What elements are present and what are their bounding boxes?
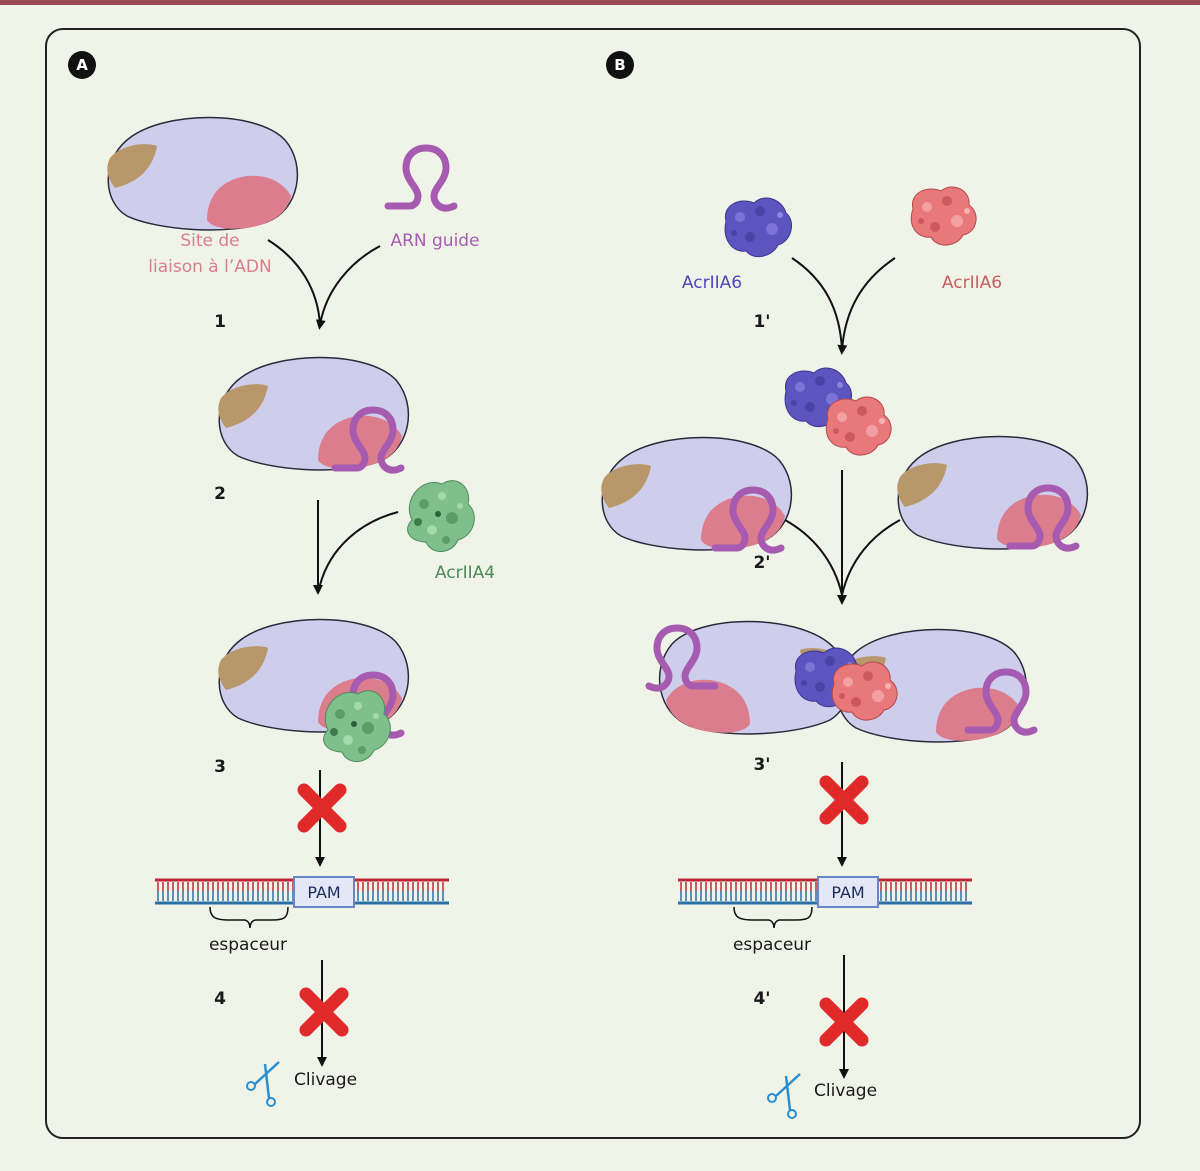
cleavage-label: Clivage [294,1070,357,1090]
acriia4-bound-protein [323,690,391,763]
spacer-label: espaceur [209,935,287,955]
step-2: 2 [214,484,226,504]
step-1: 1 [214,312,226,332]
spacer-brace [733,906,813,929]
arrow-merge-left [784,519,843,596]
pam-box [293,876,355,908]
spacer-brace [209,906,289,929]
step-3: 3 [214,757,226,777]
pam-label: PAM [307,883,340,902]
guide-rna-loop-icon [388,148,454,208]
acriia6-dimer-red [825,396,892,456]
scissors-icon [766,1072,802,1120]
acriia6-red-protein [910,186,977,246]
pam-box [817,876,879,908]
arrow-merge-acr [319,511,399,586]
dna-duplex: PAM [678,876,972,908]
step-3-prime: 3' [753,755,770,775]
arrow-down-icon [315,245,381,330]
dna-duplex: PAM [155,876,449,908]
svg-text:B: B [614,56,625,74]
svg-text:A: A [76,56,88,74]
cas9-apo-protein [106,116,299,231]
acriia6-blue-label: AcrIIA6 [682,273,742,293]
top-accent-bar [0,0,1200,5]
step-4: 4 [214,989,226,1009]
panel-a-badge: A [68,51,96,79]
panel-b-badge: B [606,51,634,79]
block-cross-icon [306,994,342,1030]
acriia4-protein [407,480,475,553]
dna-binding-site-label-line2: liaison à l’ADN [148,257,271,277]
cleavage-label: Clivage [814,1081,877,1101]
acriia6-blue-protein [724,197,793,258]
spacer-label: espaceur [733,935,811,955]
acriia6-red-label: AcrIIA6 [942,273,1002,293]
arrow-merge-right [841,519,901,596]
guide-rna-label: ARN guide [390,231,479,251]
scissors-icon [245,1060,281,1108]
step-2-prime: 2' [753,553,770,573]
block-cross-icon [304,790,340,826]
step-4-prime: 4' [753,989,770,1009]
block-cross-icon [826,782,862,818]
pam-label: PAM [831,883,864,902]
step-1-prime: 1' [753,312,770,332]
arrow-down-icon [837,257,896,355]
acriia4-label: AcrIIA4 [435,563,495,583]
arrow-merge-left [791,257,843,351]
arrow-merge-left [267,239,321,326]
dna-binding-site-label-line1: Site de [180,231,239,251]
